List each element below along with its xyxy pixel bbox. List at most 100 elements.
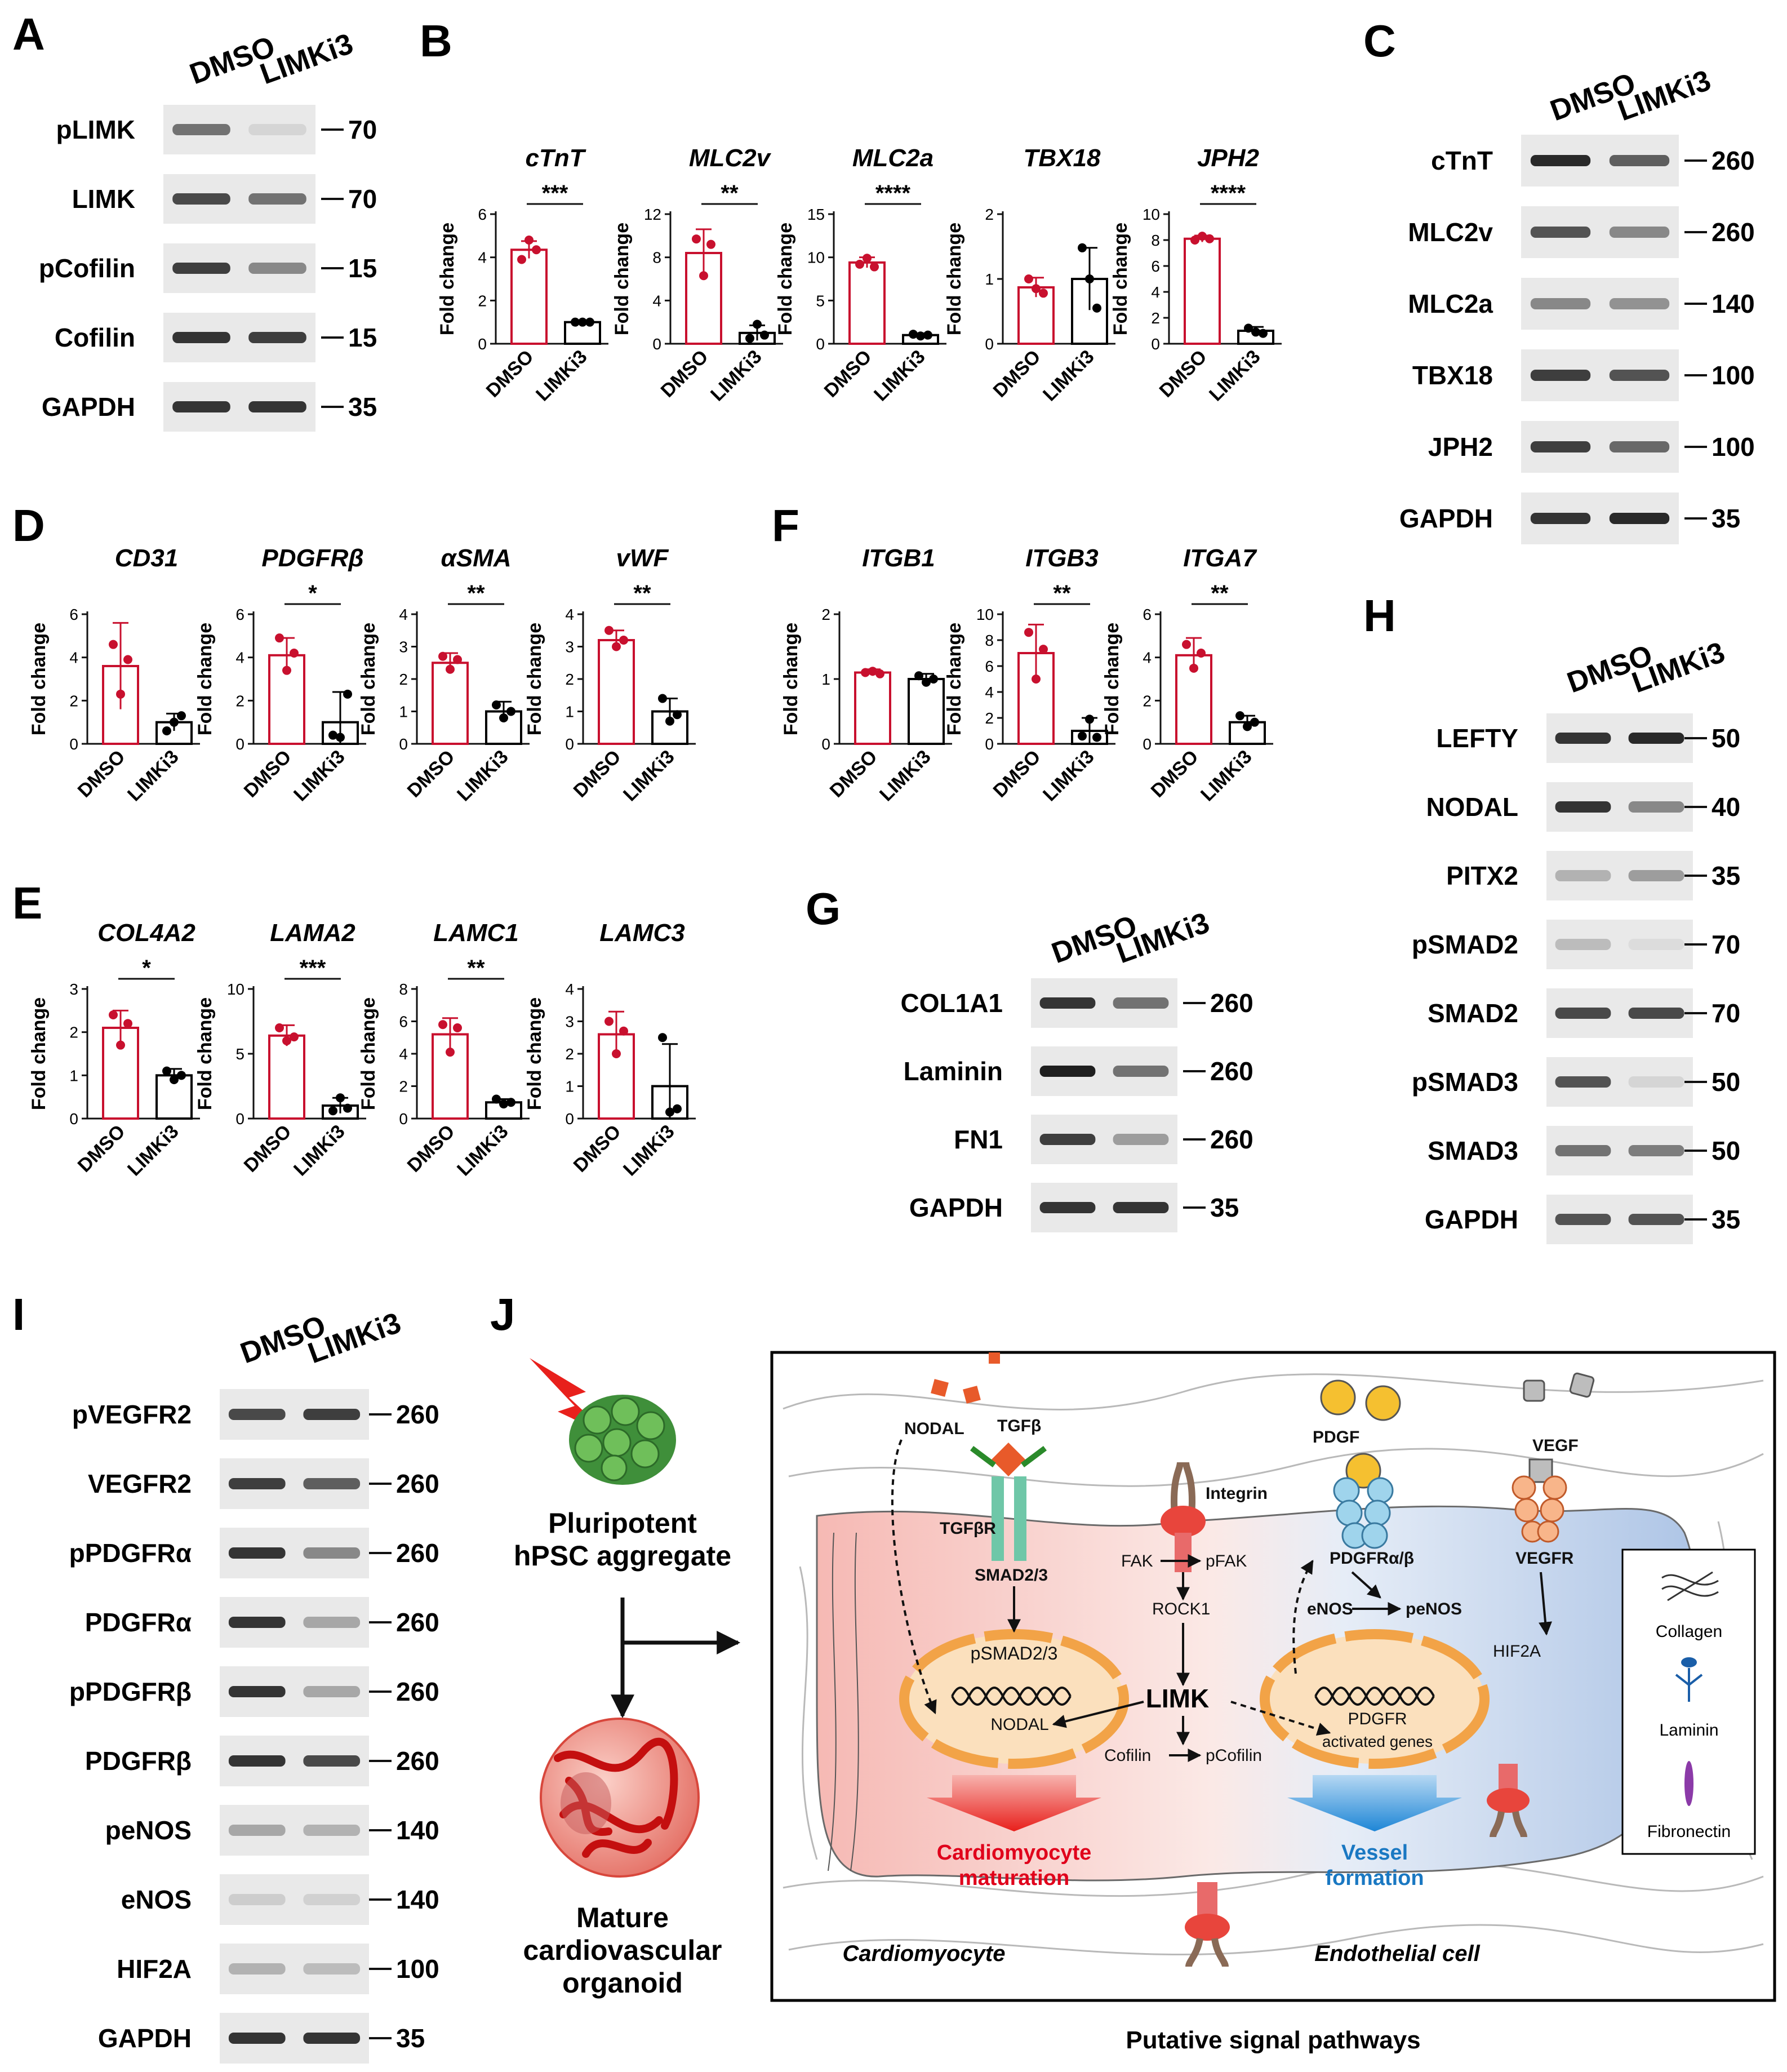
x-tick-label: DMSO xyxy=(240,1121,296,1177)
y-tick-label: 2 xyxy=(478,292,487,309)
data-point xyxy=(922,677,931,687)
data-point xyxy=(1092,303,1101,313)
data-point xyxy=(1039,289,1048,298)
marker-label: 70 xyxy=(1712,930,1740,959)
blot-band xyxy=(1628,801,1684,813)
chart-ylabel: Fold change xyxy=(194,623,216,735)
bar xyxy=(268,1034,305,1120)
data-point xyxy=(499,713,508,722)
y-tick-label: 3 xyxy=(399,638,408,656)
chart-ylabel: Fold change xyxy=(194,997,216,1110)
blot-band xyxy=(1555,1076,1611,1088)
y-tick-label: 2 xyxy=(565,671,574,688)
label-pdgf: PDGF xyxy=(1313,1428,1359,1447)
data-point xyxy=(170,717,179,727)
y-tick-label: 12 xyxy=(644,206,661,223)
chart-ylabel: Fold change xyxy=(358,997,379,1110)
chart-ylabel: Fold change xyxy=(944,623,965,735)
pathway-arrows xyxy=(891,1439,1552,1762)
significance-label: ** xyxy=(467,956,485,980)
data-point xyxy=(753,320,762,329)
data-point xyxy=(282,665,291,675)
marker-label: 260 xyxy=(1210,988,1253,1018)
data-point xyxy=(665,716,674,726)
legend-laminin: Laminin xyxy=(1659,1721,1718,1740)
label-psmad: pSMAD2/3 xyxy=(971,1643,1058,1663)
significance-label: **** xyxy=(1211,181,1246,206)
panel-letter-c: C xyxy=(1363,16,1396,66)
blot-band xyxy=(303,1755,361,1767)
data-point xyxy=(1235,711,1244,721)
blot-band xyxy=(172,124,230,135)
label-rock: ROCK1 xyxy=(1152,1600,1210,1618)
x-tick-label: DMSO xyxy=(74,1121,130,1177)
blot-band xyxy=(1113,1134,1169,1145)
x-tick-label: DMSO xyxy=(482,346,538,402)
chart-title: MLC2v xyxy=(689,144,772,172)
blot-row-label: Laminin xyxy=(904,1057,1003,1086)
blot-row-label: MLC2v xyxy=(1408,218,1493,247)
x-tick-label: DMSO xyxy=(989,346,1045,402)
y-tick-label: 8 xyxy=(399,980,408,998)
y-tick-label: 10 xyxy=(227,980,245,998)
blot-band xyxy=(303,1825,361,1836)
x-tick-label: DMSO xyxy=(570,1121,625,1177)
blot-band xyxy=(228,1478,286,1489)
endothelial-label: Endothelial cell xyxy=(1314,1941,1480,1966)
data-point xyxy=(604,625,614,635)
data-point xyxy=(506,707,515,716)
data-point xyxy=(909,330,918,339)
blot-band xyxy=(303,1686,361,1697)
blot-band xyxy=(303,1547,361,1559)
blot-band xyxy=(1530,298,1591,309)
blot-row-label: GAPDH xyxy=(98,2024,192,2053)
blot-band xyxy=(1113,1066,1169,1077)
y-tick-label: 15 xyxy=(807,206,825,223)
data-point xyxy=(760,330,769,340)
blot-row-label: LIMK xyxy=(72,184,135,214)
chart-title: vWF xyxy=(616,544,669,572)
y-tick-label: 0 xyxy=(69,1110,78,1128)
y-tick-label: 2 xyxy=(821,606,830,623)
x-tick-label: LIMKi3 xyxy=(290,1121,349,1181)
blot-row-label: MLC2a xyxy=(1408,289,1493,318)
y-tick-label: 4 xyxy=(652,292,661,309)
panel-letter-a: A xyxy=(12,9,45,59)
chart-ylabel: Fold change xyxy=(611,223,633,335)
data-point xyxy=(328,730,337,740)
data-point xyxy=(619,1026,628,1036)
panel-letter-b: B xyxy=(420,16,452,66)
marker-label: 260 xyxy=(1210,1057,1253,1086)
data-point xyxy=(706,239,715,249)
blot-band xyxy=(228,2033,286,2044)
data-point xyxy=(446,664,455,674)
x-tick-label: LIMKi3 xyxy=(532,346,592,406)
data-point xyxy=(109,640,118,649)
label-vegfr: VEGFR xyxy=(1515,1549,1574,1568)
y-tick-label: 5 xyxy=(235,1045,245,1063)
data-point xyxy=(282,1036,291,1045)
label-fak: FAK xyxy=(1121,1552,1153,1570)
blot-band xyxy=(1609,155,1670,166)
data-point xyxy=(1032,284,1041,294)
blot-band xyxy=(1530,370,1591,381)
data-point xyxy=(492,700,501,709)
y-tick-label: 10 xyxy=(976,606,994,623)
y-tick-label: 0 xyxy=(816,335,825,353)
data-point xyxy=(585,317,594,327)
label-nodal: NODAL xyxy=(904,1419,964,1438)
data-point xyxy=(612,642,621,651)
data-point xyxy=(875,669,884,678)
chart-ylabel: Fold change xyxy=(1101,623,1123,735)
data-point xyxy=(453,655,462,664)
significance-label: * xyxy=(308,581,317,606)
blot-row-label: GAPDH xyxy=(1399,504,1493,533)
blot-band xyxy=(303,1617,361,1628)
blot-band xyxy=(1628,870,1684,881)
data-point xyxy=(1259,329,1268,338)
